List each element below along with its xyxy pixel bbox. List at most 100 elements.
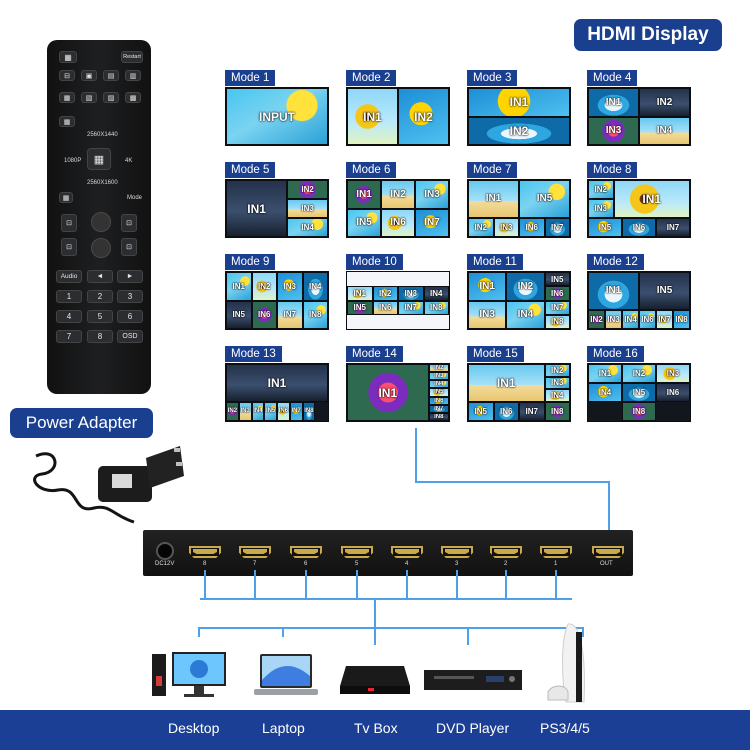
layout-icon: ▧ <box>85 94 93 102</box>
screen-icon: ⊡ <box>126 220 132 227</box>
tv-box-image <box>340 666 410 694</box>
screen-window: IN2 <box>398 88 449 145</box>
desktop-image <box>152 652 226 697</box>
screen-window: IN1 <box>226 364 328 402</box>
remote-side-button[interactable]: ⊡ <box>121 238 137 256</box>
screen-window: IN3 <box>287 199 328 218</box>
remote-layout-button[interactable]: ▧ <box>81 92 97 103</box>
input-cable <box>456 570 458 599</box>
remote-number-button[interactable]: 5 <box>87 310 113 323</box>
screen-window: IN3 <box>468 300 507 329</box>
screen-window: IN8 <box>621 402 657 421</box>
remote-left-button[interactable]: ◄ <box>87 270 113 283</box>
screen-window: IN6 <box>251 300 277 329</box>
mode-label: Mode 3 <box>467 70 518 86</box>
screen-window: IN6 <box>544 286 570 301</box>
mode-label: Mode 5 <box>225 162 276 178</box>
screen-window: IN6 <box>639 309 657 329</box>
remote-osd-button[interactable]: OSD <box>117 330 143 343</box>
remote-layout-button[interactable]: ▤ <box>103 70 119 81</box>
screen-window: IN8 <box>423 300 449 315</box>
remote-number-button[interactable]: 1 <box>56 290 82 303</box>
screen-window: IN1 <box>226 272 252 301</box>
remote-number-button[interactable]: 2 <box>87 290 113 303</box>
device-cable <box>582 627 584 637</box>
screen-window: IN8 <box>302 300 328 329</box>
screen-window: IN6 <box>428 396 449 405</box>
screen-window: IN1 <box>588 364 622 383</box>
layout-icon: ▦ <box>62 194 70 202</box>
remote-layout-button[interactable]: ▣ <box>81 70 97 81</box>
dvd-player-image <box>424 670 522 690</box>
mode-label: Mode 10 <box>346 254 403 270</box>
remote-center-button[interactable]: ▦ <box>87 148 111 170</box>
remote-number-button[interactable]: 6 <box>117 310 143 323</box>
screen-window: IN3 <box>605 309 622 329</box>
remote-side-button[interactable]: ⊡ <box>121 214 137 232</box>
device-band <box>0 710 750 750</box>
remote-layout-button[interactable]: ▥ <box>125 70 141 81</box>
remote-layout-button[interactable]: ▦ <box>59 92 75 103</box>
remote-layout-button[interactable]: ▨ <box>103 92 119 103</box>
mode-label: Mode 13 <box>225 346 282 362</box>
display-cable <box>415 428 417 482</box>
screen-window: IN5 <box>621 382 657 402</box>
remote-grid-button[interactable]: ▦ <box>59 51 77 63</box>
remote-side-button[interactable]: ⊡ <box>61 238 77 256</box>
remote-side-button[interactable]: ⊡ <box>61 214 77 232</box>
power-adapter-badge: Power Adapter <box>10 408 153 438</box>
screen-window: IN2 <box>468 116 570 145</box>
screen-window: IN2 <box>468 217 494 237</box>
screen-window: IN6 <box>621 217 657 237</box>
remote-number-button[interactable]: 8 <box>87 330 113 343</box>
screen-window: IN8 <box>428 412 449 421</box>
input-cable <box>204 570 206 599</box>
dc-port <box>156 542 174 560</box>
screen-window: IN1 <box>588 272 639 310</box>
remote-number-button[interactable]: 4 <box>56 310 82 323</box>
mode-label: Mode 9 <box>225 254 276 270</box>
device-label: Desktop <box>168 720 220 736</box>
remote-layout-button[interactable]: ▩ <box>125 92 141 103</box>
remote-number-button[interactable]: 3 <box>117 290 143 303</box>
screen-icon: ⊡ <box>66 244 72 251</box>
hdmi-display-badge: HDMI Display <box>574 19 722 51</box>
screen-window: IN1 <box>347 364 429 421</box>
remote-layout-button[interactable]: ▦ <box>59 192 73 203</box>
remote-restart-button[interactable]: Restart <box>121 51 143 63</box>
remote-audio-button[interactable]: Audio <box>56 270 82 283</box>
screen-window: IN8 <box>672 309 690 329</box>
hdmi-output-port <box>592 546 624 560</box>
screen-window: IN2 <box>428 364 449 373</box>
device-label: DVD Player <box>436 720 510 736</box>
hdmi-input-port <box>239 546 271 560</box>
screen-window: IN5 <box>468 401 494 421</box>
mode-screen: INPUT <box>225 87 329 146</box>
screen-window: IN1 <box>347 88 398 145</box>
screen-window: IN1 <box>588 88 639 117</box>
remote-right-button[interactable]: ► <box>117 270 143 283</box>
screen-window: IN4 <box>302 272 328 301</box>
screen-window: IN7 <box>289 401 303 421</box>
remote-layout-button[interactable]: ▦ <box>59 116 75 127</box>
remote-round-button[interactable] <box>91 238 111 258</box>
screen-window: IN3 <box>238 401 252 421</box>
screen-window: IN1 <box>468 272 507 301</box>
screen-window: IN6 <box>493 401 519 421</box>
remote-layout-button[interactable]: ⊟ <box>59 70 75 81</box>
remote-number-button[interactable]: 7 <box>56 330 82 343</box>
remote-round-button[interactable] <box>91 212 111 232</box>
screen-window: IN1 <box>468 180 519 218</box>
input-cable <box>406 570 408 599</box>
screen-window: IN2 <box>621 364 657 383</box>
screen-window: IN7 <box>519 401 545 421</box>
